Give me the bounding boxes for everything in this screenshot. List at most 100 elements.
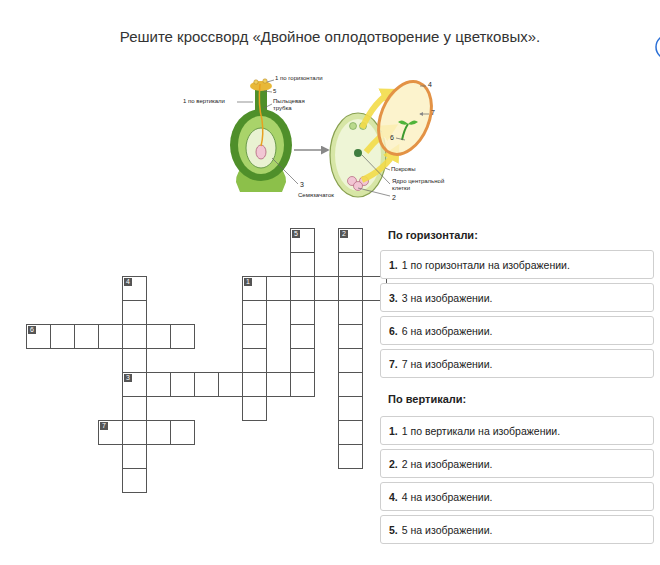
number-badge: [244, 278, 252, 286]
crossword-cell: [339, 253, 363, 277]
clue-number: 5.: [389, 524, 398, 536]
crossword-cell: [123, 325, 147, 349]
crossword-cell: [123, 469, 147, 493]
seed: [369, 74, 442, 162]
crossword-cell: [243, 397, 267, 421]
crossword-cell: [339, 373, 363, 397]
crossword-cell: [123, 277, 147, 301]
crossword-cell: [315, 277, 339, 301]
section-heading: По вертикали:: [388, 393, 466, 406]
clue-number: 3: [124, 374, 132, 382]
callout-number: 2: [392, 194, 396, 202]
clue-number: 4.: [389, 491, 398, 503]
crossword-cell: [243, 349, 267, 373]
crossword-cell: [27, 325, 51, 349]
callout-number: 3: [300, 181, 304, 189]
clue-text: 5 на изображении.: [402, 524, 493, 536]
clue-number: 6.: [389, 325, 398, 337]
crossword-cell: [219, 373, 243, 397]
number-badge: [100, 422, 108, 430]
crossword-cell: [339, 301, 363, 325]
clue-box: 6. 6 на изображении.: [380, 316, 654, 345]
crossword-cell: [243, 373, 267, 397]
crossword-cell: [339, 421, 363, 445]
clue-number: 1.: [389, 259, 398, 271]
number-badge: [292, 230, 300, 238]
crossword-cell: [291, 325, 315, 349]
crossword-cell: [147, 325, 171, 349]
clue-box: 4. 4 на изображении.: [380, 482, 654, 511]
crossword-cell: [123, 445, 147, 469]
clue-text: 7 на изображении.: [402, 358, 493, 370]
crossword-cell: [339, 445, 363, 469]
clue-number: 3.: [389, 292, 398, 304]
clue-text: 4 на изображении.: [402, 491, 493, 503]
clue-text: 3 на изображении.: [402, 292, 493, 304]
crossword-cell: [75, 325, 99, 349]
section-heading: По горизонтали:: [388, 229, 478, 242]
crossword-cell: [147, 421, 171, 445]
callout-number: 7: [431, 109, 435, 117]
clue-number: 7: [100, 422, 108, 430]
crossword-grid: [27, 229, 387, 493]
part-label: Семязачаток: [298, 192, 334, 199]
clue-text: 1 по горизонтали на изображении.: [402, 259, 570, 271]
clue-number: 5: [292, 230, 300, 238]
number-badge: [340, 230, 348, 238]
clue-box: 1. 1 по горизонтали на изображении.: [380, 250, 654, 279]
clue-text: 2 на изображении.: [402, 458, 493, 470]
crossword-cell: [243, 325, 267, 349]
crossword-cell: [291, 277, 315, 301]
help-icon: [656, 35, 660, 59]
crossword-cell: [339, 397, 363, 421]
clue-number: 6: [28, 326, 36, 334]
crossword-cell: [267, 373, 291, 397]
arrow: [294, 149, 328, 151]
crossword-cell: [339, 349, 363, 373]
clue-box: 2. 2 на изображении.: [380, 449, 654, 478]
crossword-cell: [171, 421, 195, 445]
crossword-cell: [123, 421, 147, 445]
clue-number: 2.: [389, 458, 398, 470]
crossword-cell: [99, 421, 123, 445]
part-label: 1 по вертикали: [183, 98, 225, 105]
clue-number: 1.: [389, 425, 398, 437]
crossword-cell: [51, 325, 75, 349]
crossword-cell: [339, 277, 363, 301]
clue-number: 2: [340, 230, 348, 238]
part-label: 1 по горизонтали: [275, 75, 323, 82]
crossword-cell: [147, 373, 171, 397]
number-badge: [28, 326, 36, 334]
crossword-cell: [291, 301, 315, 325]
callout-number: 6: [390, 134, 394, 142]
part-label: Покровы: [391, 166, 415, 173]
crossword-cell: [171, 325, 195, 349]
part-label: Пыльцевая трубка: [273, 98, 307, 112]
crossword-cell: [243, 277, 267, 301]
page-title: Решите кроссворд «Двойное оплодотворение…: [0, 28, 660, 45]
crossword-cell: [123, 301, 147, 325]
clue-box: 5. 5 на изображении.: [380, 515, 654, 544]
part-label: Ядро центральной клетки: [392, 178, 448, 192]
pistil: [230, 79, 292, 192]
number-badge: [124, 374, 132, 382]
clue-number: 7.: [389, 358, 398, 370]
crossword-cell: [99, 325, 123, 349]
crossword-cell: [123, 397, 147, 421]
clue-number: 1: [244, 278, 252, 286]
crossword-cell: [291, 349, 315, 373]
callout-number: 4: [428, 81, 432, 89]
clue-text: 6 на изображении.: [402, 325, 493, 337]
crossword-cell: [195, 373, 219, 397]
clue-box: 7. 7 на изображении.: [380, 349, 654, 378]
crossword-cell: [291, 373, 315, 397]
crossword-cell: [267, 277, 291, 301]
crossword-cell: [123, 349, 147, 373]
crossword-cell: [291, 253, 315, 277]
crossword-cell: [339, 229, 363, 253]
clue-box: 1. 1 по вертикали на изображении.: [380, 416, 654, 445]
clue-text: 1 по вертикали на изображении.: [402, 425, 560, 437]
crossword-cell: [291, 229, 315, 253]
crossword-cell: [123, 373, 147, 397]
